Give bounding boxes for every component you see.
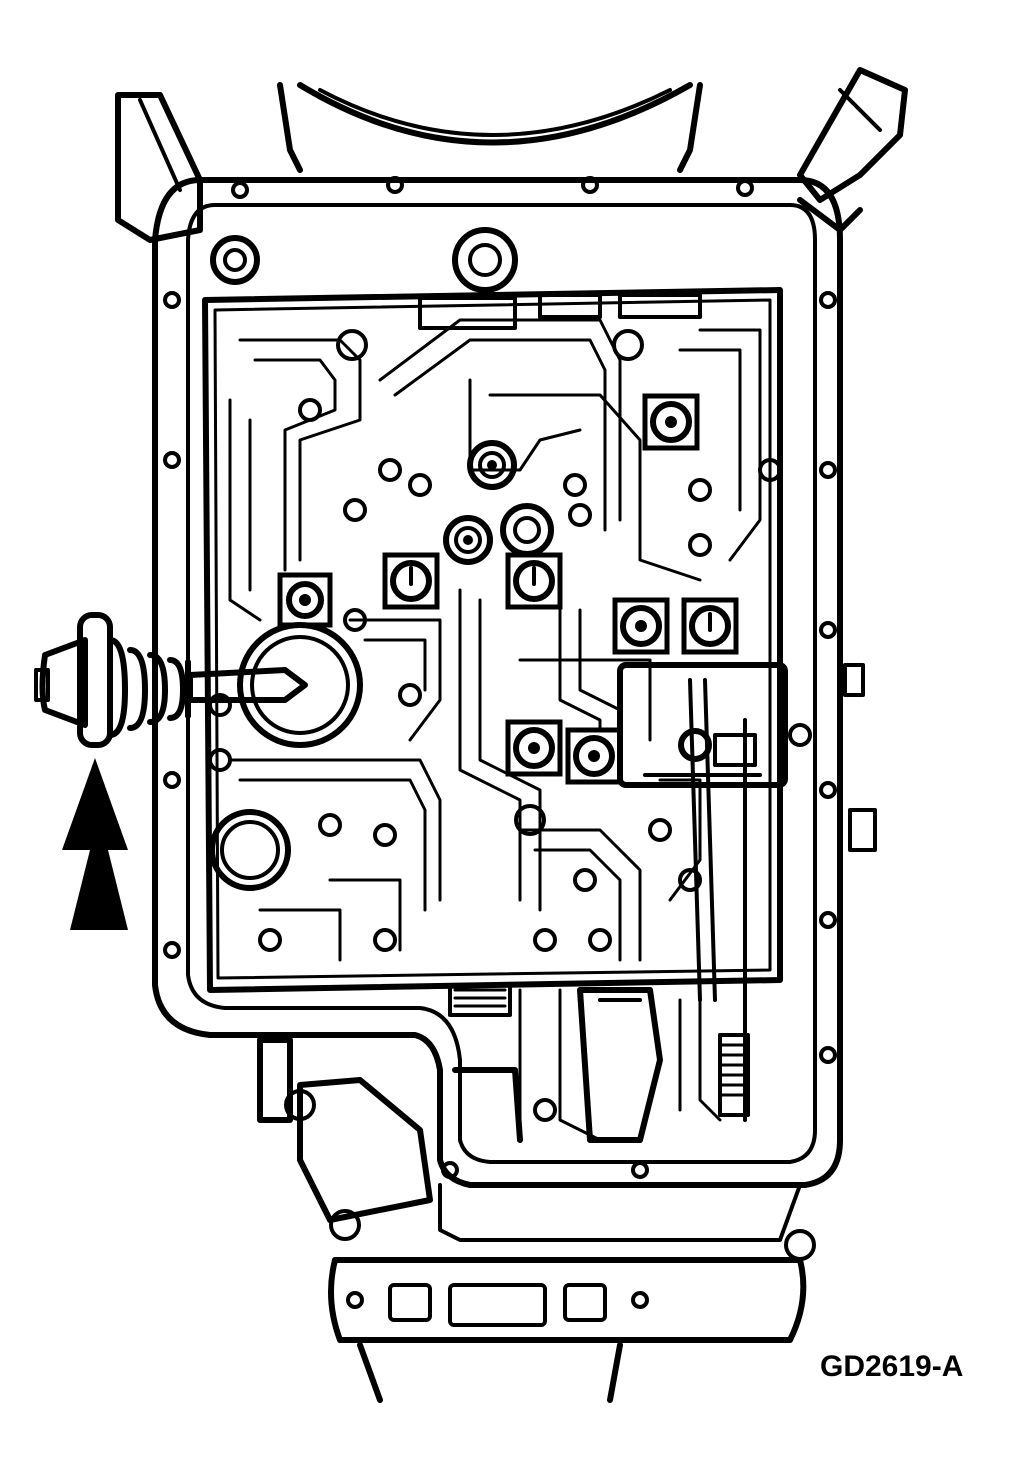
servo-spring-tool bbox=[34, 612, 308, 748]
direction-arrow bbox=[62, 758, 128, 930]
manual-valve-linkage bbox=[448, 662, 788, 1122]
lower-outlet bbox=[452, 987, 663, 1143]
accumulator-bores bbox=[209, 622, 363, 891]
right-side-fittings bbox=[843, 663, 877, 852]
up-arrow-icon bbox=[62, 758, 128, 930]
pan-bolts bbox=[163, 176, 837, 1179]
valve-bores bbox=[277, 393, 739, 785]
transmission-case bbox=[115, 67, 908, 243]
fluid-passages bbox=[228, 318, 762, 1142]
valve-sockets bbox=[443, 440, 554, 565]
figure-id-label: GD2619-A bbox=[820, 1350, 964, 1383]
pan-flange bbox=[152, 177, 843, 1188]
lower-bracket bbox=[257, 1037, 816, 1403]
valve-body-bolts bbox=[208, 329, 812, 1122]
